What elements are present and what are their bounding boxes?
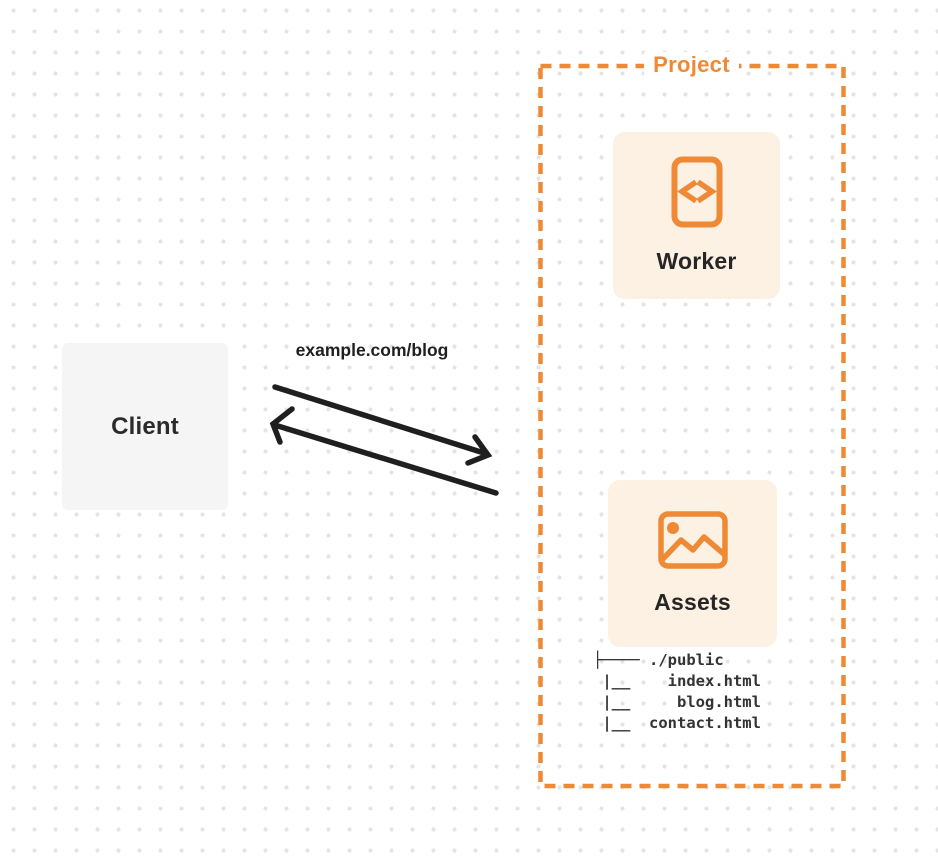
file-tree-line-index: |__ index.html (593, 672, 761, 690)
assets-node: Assets (608, 480, 777, 647)
file-tree-line-contact: |__ contact.html (593, 714, 761, 732)
file-tree-line-public: ├──── ./public (593, 651, 724, 669)
worker-node: Worker (613, 132, 780, 299)
request-url-label: example.com/blog (295, 340, 449, 360)
image-icon (657, 511, 728, 569)
assets-file-tree: ├──── ./public |__ index.html |__ blog.h… (593, 650, 761, 734)
client-label: Client (111, 412, 179, 440)
request-arrow (272, 384, 493, 466)
worker-label: Worker (656, 248, 737, 274)
code-file-icon (671, 156, 722, 228)
project-label-wrap: Project (540, 52, 843, 78)
assets-label: Assets (654, 589, 731, 615)
response-arrow (269, 406, 499, 496)
project-label: Project (644, 52, 739, 78)
file-tree-line-blog: |__ blog.html (593, 693, 761, 711)
client-node: Client (62, 343, 228, 510)
